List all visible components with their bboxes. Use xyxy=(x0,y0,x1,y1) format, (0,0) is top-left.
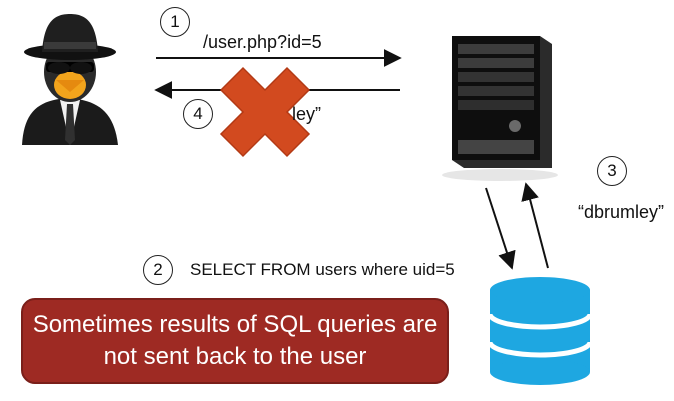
step-4-label: ley” xyxy=(292,104,322,124)
callout-text: Sometimes results of SQL queries are not… xyxy=(32,311,438,370)
step-2-circle: 2 xyxy=(143,255,173,285)
red-x-cross-icon xyxy=(219,66,311,158)
step-2-label: SELECT FROM users where uid=5 xyxy=(190,260,455,279)
step-3-number: 3 xyxy=(607,161,617,180)
step-1-circle: 1 xyxy=(160,7,190,37)
server-tower-icon xyxy=(442,36,558,181)
result-arrow xyxy=(521,182,549,269)
spy-hacker-icon xyxy=(22,14,118,145)
query-arrow xyxy=(485,187,516,270)
step-2-number: 2 xyxy=(153,260,163,279)
step-3-circle: 3 xyxy=(597,156,627,186)
step-4-number: 4 xyxy=(193,104,203,123)
step-1-number: 1 xyxy=(170,12,180,31)
step-4-circle: 4 xyxy=(183,99,213,129)
step-1-label: /user.php?id=5 xyxy=(203,32,322,52)
database-icon xyxy=(487,277,593,385)
step-3-label: “dbrumley” xyxy=(578,202,665,222)
callout-box: Sometimes results of SQL queries are not… xyxy=(21,298,449,384)
